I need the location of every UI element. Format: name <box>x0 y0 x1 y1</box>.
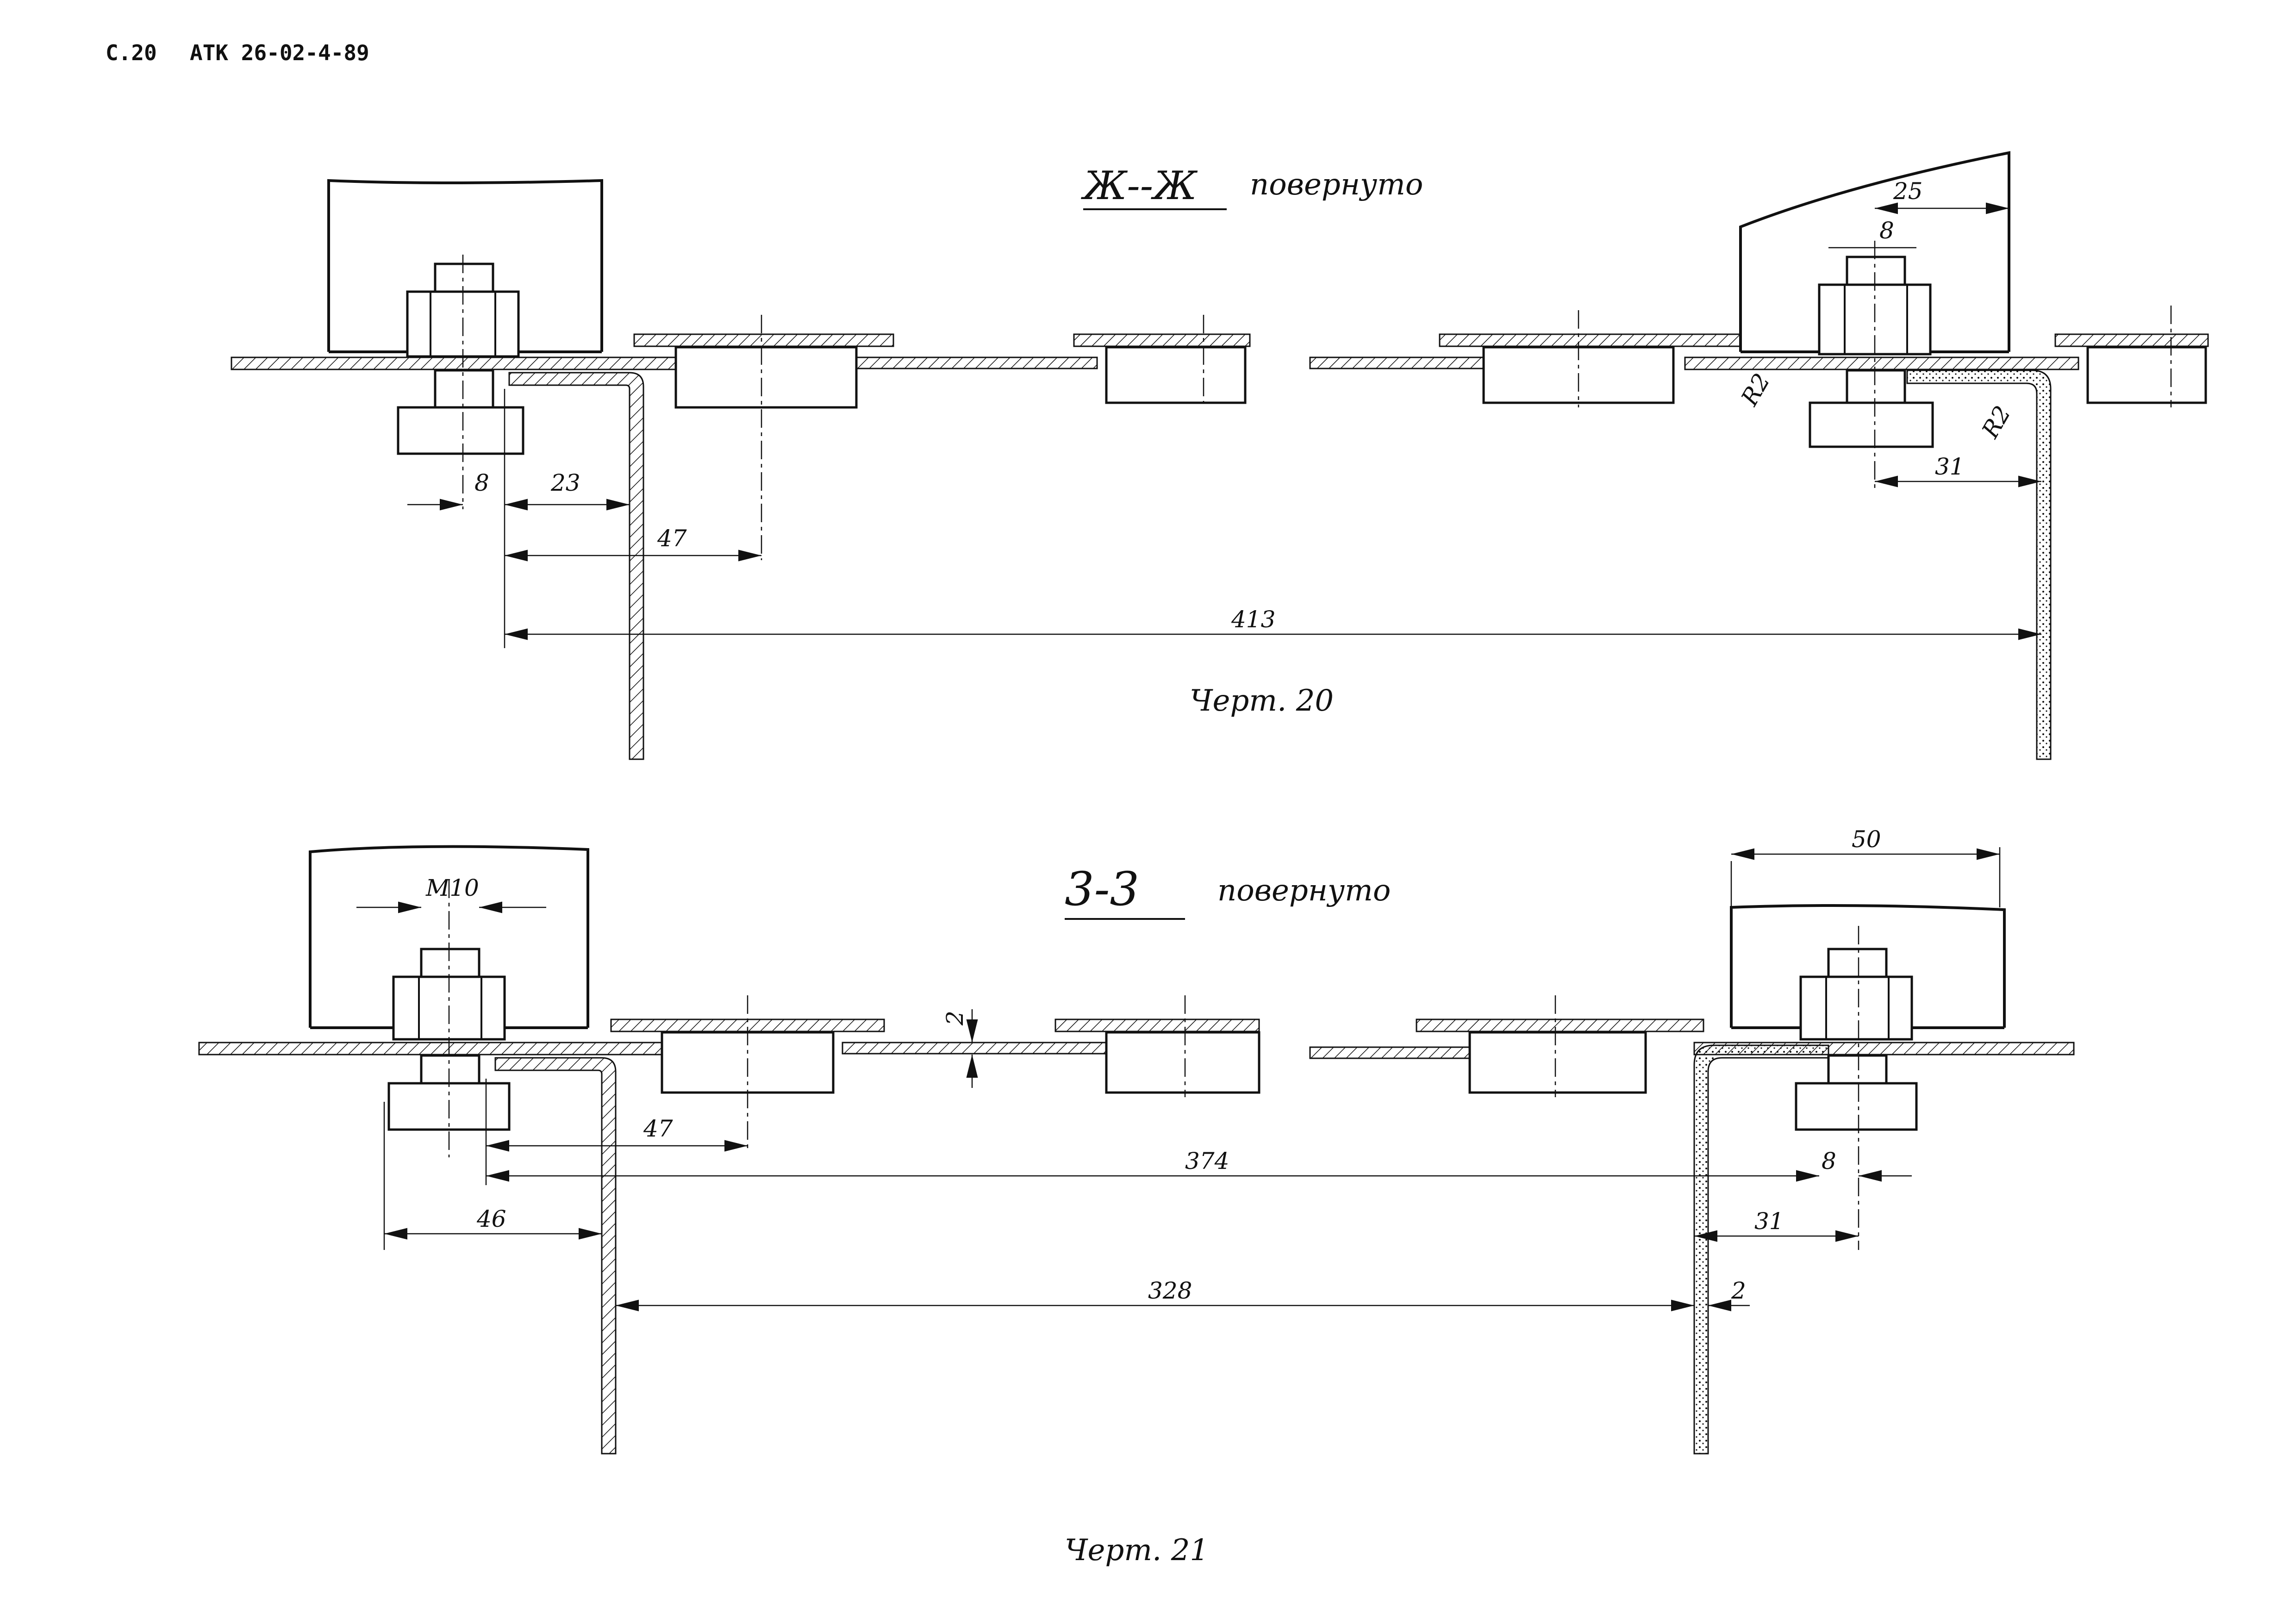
base-plate-right <box>1684 356 2079 370</box>
dim-2-wall: 2 <box>1731 1277 1746 1304</box>
conductor-strip <box>855 356 1098 369</box>
radius-r2-a: R2 <box>1736 369 1775 411</box>
dim-413: 413 <box>1231 606 1275 633</box>
dim-374: 374 <box>1185 1148 1229 1174</box>
document-code: АТК 26-02-4-89 <box>190 40 369 65</box>
dim-31-fig20: 31 <box>1935 453 1965 480</box>
page-header: С.20 АТК 26-02-4-89 <box>106 40 369 65</box>
dim-8-fig21: 8 <box>1822 1148 1836 1174</box>
section-label-zh: Ж--Ж <box>1081 163 1198 208</box>
section-note-rotated: повернуто <box>1250 168 1423 202</box>
insulator-block-right-21 <box>1468 1031 1647 1094</box>
insulator-block <box>674 346 858 409</box>
dim-47-fig20: 47 <box>657 525 687 552</box>
caption-fig21: Черт. 21 <box>1065 1533 1209 1568</box>
dim-328: 328 <box>1148 1277 1192 1304</box>
conductor-strip-21 <box>842 1042 1107 1055</box>
dim-25: 25 <box>1893 178 1923 205</box>
bracket-angle-left-21 <box>494 1057 617 1455</box>
insulator-plate-top <box>633 333 894 347</box>
dim-31-fig21: 31 <box>1754 1208 1784 1235</box>
base-plate-left <box>231 356 742 370</box>
insulator-plate-top-right <box>1439 333 1741 347</box>
dimensions-fig20: 8 23 47 413 25 8 31 R2 R2 <box>407 178 2041 648</box>
dim-47-fig21: 47 <box>643 1115 673 1142</box>
bolt-left <box>397 255 524 509</box>
radius-r2-b: R2 <box>1977 401 2016 443</box>
figure-21: 3-3 повернуто <box>198 826 2075 1568</box>
page-number: С.20 <box>106 40 157 65</box>
conductor-strip-right-21 <box>1309 1046 1496 1059</box>
insulator-block-21-2 <box>1105 1031 1260 1094</box>
dim-46: 46 <box>476 1206 506 1232</box>
caption-fig20: Черт. 20 <box>1190 684 1334 718</box>
dim-23: 23 <box>550 469 580 496</box>
insulator-block-2 <box>1105 346 1247 404</box>
dim-2-thickness: 2 <box>942 1011 968 1026</box>
dim-8-right-fig20: 8 <box>1879 217 1894 244</box>
dimensions-fig21: M10 2 47 374 8 46 31 328 2 50 <box>356 826 2001 1312</box>
dim-m10: M10 <box>425 874 479 901</box>
bolt-left-21 <box>387 880 511 1157</box>
bracket-angle-left <box>508 372 644 760</box>
base-plate-left-21 <box>198 1042 663 1056</box>
insulator-plate-top-2 <box>1073 333 1251 347</box>
figure-20: Ж--Ж повернуто <box>231 151 2209 760</box>
insulator-plate-top-right-21 <box>1416 1018 1704 1032</box>
dim-8-left: 8 <box>474 469 489 496</box>
insulator-plate-top-21-2 <box>1054 1018 1260 1032</box>
bolt-right <box>1809 241 1934 491</box>
conductor-strip-right <box>1309 356 1496 369</box>
dim-50: 50 <box>1852 826 1881 853</box>
bracket-angle-right <box>1906 369 2052 760</box>
bracket-angle-right-21 <box>1693 1044 1829 1455</box>
section-label-3: 3-3 <box>1065 862 1139 916</box>
bolt-right-21 <box>1795 926 1918 1250</box>
section-note-rotated-21: повернуто <box>1217 874 1391 908</box>
insulator-block-far-right <box>2086 346 2207 404</box>
insulator-plate-top-far-right <box>2054 333 2209 347</box>
